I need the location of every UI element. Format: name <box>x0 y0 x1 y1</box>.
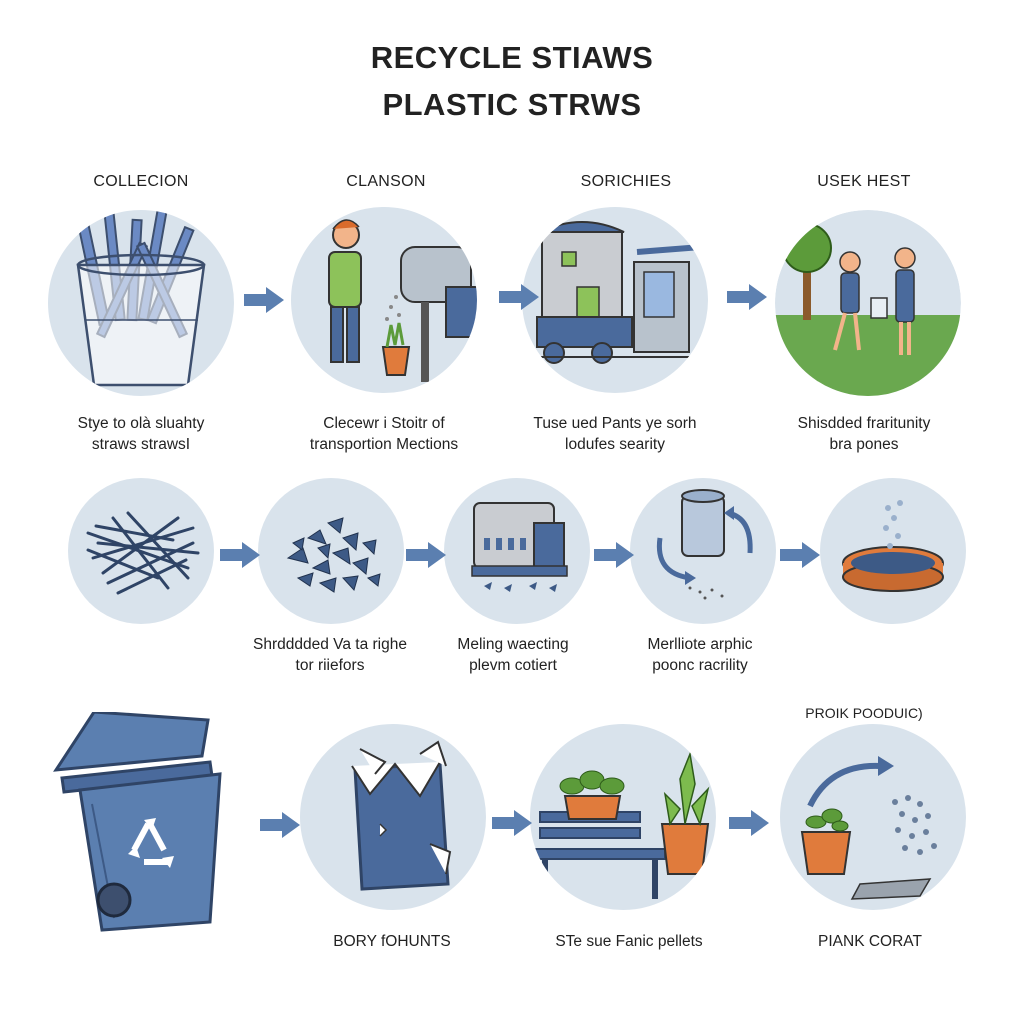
cleaning-circle <box>291 207 477 393</box>
sorting-machine-illustration <box>527 221 703 364</box>
step-label-cleaning: CLANSON <box>346 173 426 190</box>
arrow-right-icon <box>780 542 820 568</box>
main-title-line1: RECYCLE STIAWS <box>370 40 654 75</box>
arrow-right-icon <box>729 810 769 836</box>
arrow-right-icon <box>406 542 446 568</box>
step-label-use: USEK HEST <box>817 173 911 190</box>
product-illustration <box>800 756 937 900</box>
people-exchanging-illustration <box>775 210 961 396</box>
plastic-flakes-illustration <box>286 517 381 593</box>
arrow-right-icon <box>727 284 767 310</box>
arrow-right-icon <box>594 542 634 568</box>
product-caption: PIANK CORAT <box>818 933 922 950</box>
flakes-circle <box>258 478 404 624</box>
use-circle <box>775 210 961 396</box>
pellet-cycle-illustration <box>656 489 753 600</box>
recycle-bin-illustration <box>53 712 222 932</box>
arrow-right-icon <box>492 810 532 836</box>
arrow-right-icon <box>260 812 300 838</box>
pellet-tray-illustration <box>842 500 944 592</box>
main-title-line2: PLASTIC STRWS <box>382 87 642 122</box>
step-label-sorting: SORICHIES <box>580 173 672 190</box>
melting-machine-illustration <box>471 502 568 592</box>
shredded-straws-circle <box>68 478 214 624</box>
sorting-circle <box>522 207 708 393</box>
bag-circle <box>300 724 486 910</box>
collection-bag-illustration <box>351 740 452 891</box>
straw-cup-illustration <box>75 210 206 387</box>
arrow-right-icon <box>220 542 260 568</box>
shredded-straws-illustration <box>86 511 200 595</box>
arrow-right-icon <box>499 284 539 310</box>
bench-planters-illustration <box>534 751 710 899</box>
bench-circle <box>530 724 716 910</box>
arrow-right-icon <box>244 287 284 313</box>
bench-caption: STe sue Fanic pellets <box>555 933 703 950</box>
product-label: PROIK POODUIC) <box>805 705 923 721</box>
step-label-collection: COLLECION <box>93 173 189 190</box>
pellets-cycle-circle <box>630 478 776 624</box>
melting-circle <box>444 478 590 624</box>
cleaning-illustration <box>328 219 477 382</box>
pellets-circle <box>820 478 966 624</box>
bag-caption: BORY fOHUNTS <box>333 933 451 950</box>
product-circle <box>780 724 966 910</box>
collection-circle <box>48 210 234 396</box>
